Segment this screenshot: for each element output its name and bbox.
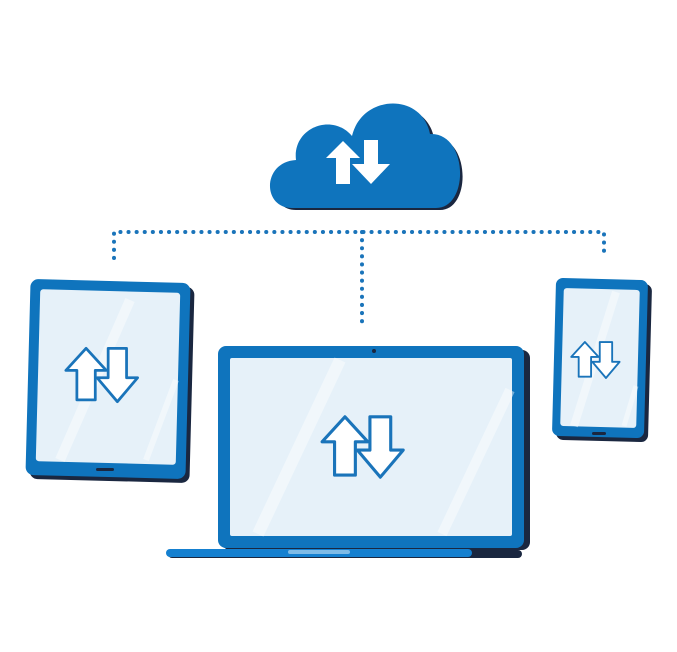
connector-lines	[112, 230, 606, 330]
laptop-device	[166, 346, 530, 558]
tablet-device	[25, 279, 195, 483]
phone-device	[552, 278, 652, 442]
cloud-sync-icon	[269, 103, 463, 210]
